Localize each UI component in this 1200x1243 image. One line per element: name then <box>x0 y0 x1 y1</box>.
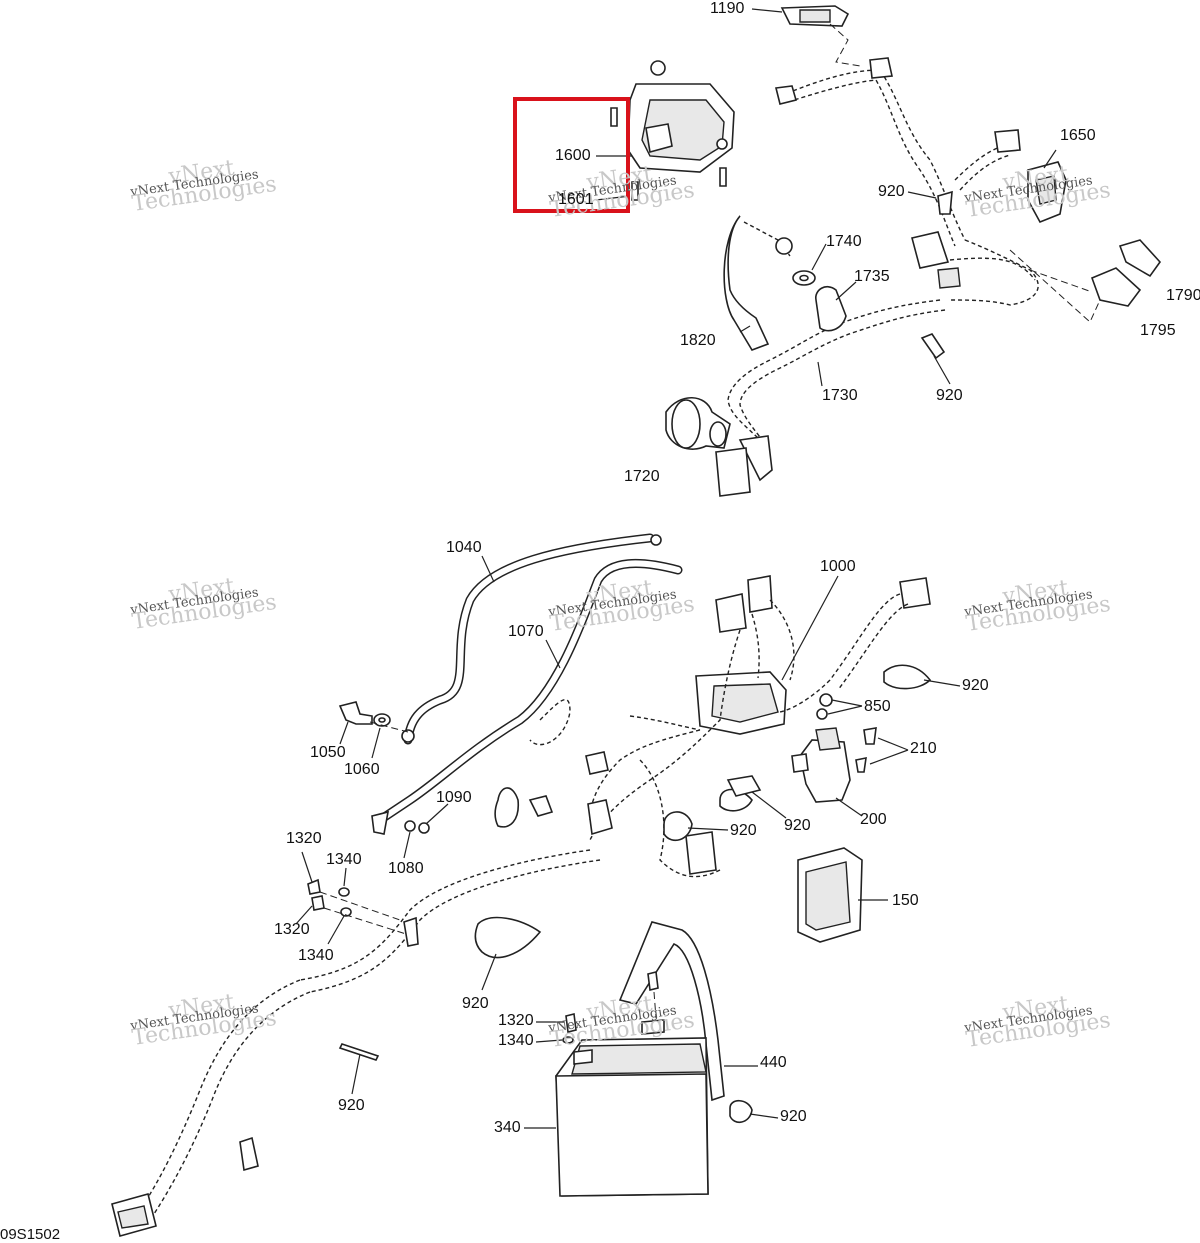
ecu-1600 <box>627 60 735 173</box>
callout-label: 1190 <box>710 0 745 17</box>
callout-label: 1090 <box>436 789 472 806</box>
cable-1070 <box>371 558 683 835</box>
battery-340 <box>555 1019 709 1197</box>
callout-label: 340 <box>494 1119 521 1136</box>
bolt-1050 <box>338 701 373 725</box>
callout-label: 210 <box>910 740 937 757</box>
tie-920-upper <box>920 190 953 360</box>
nut-1080 <box>404 820 430 834</box>
callout-label: 1340 <box>498 1032 534 1049</box>
fasteners-1320-1340 <box>307 878 352 917</box>
callout-label: 1000 <box>820 558 856 575</box>
callout-label: 150 <box>892 892 919 909</box>
relay-1650 <box>1027 161 1067 224</box>
starter-solenoid-200 <box>791 727 851 803</box>
sensor-1795 <box>1090 267 1142 307</box>
upper-wire-harness <box>715 57 1039 497</box>
callout-label: 200 <box>860 811 887 828</box>
callout-label: 1735 <box>854 268 890 285</box>
callout-label: 1730 <box>822 387 858 404</box>
callout-label: 440 <box>760 1054 787 1071</box>
selection-highlight-box <box>513 97 630 213</box>
tie-920-battery <box>729 1099 753 1123</box>
callout-label: 1320 <box>286 830 322 847</box>
bracket-1790 <box>1118 239 1162 278</box>
callout-label: 920 <box>338 1097 365 1114</box>
screw-1600 <box>610 107 618 127</box>
callout-label: 1340 <box>298 947 334 964</box>
tie-920-mid <box>494 664 932 842</box>
callout-label: 1650 <box>1060 127 1096 144</box>
callout-label: 1820 <box>680 332 716 349</box>
nut-850 <box>816 693 833 720</box>
callout-label: 1320 <box>498 1012 534 1029</box>
key-switch-1735 <box>815 285 847 332</box>
callout-label: 1070 <box>508 623 544 640</box>
callout-label: 1790 <box>1166 287 1200 304</box>
tether-cord-1820 <box>723 215 793 351</box>
tie-920-lower <box>474 916 542 959</box>
diagram-code: 09S1502 <box>0 1226 61 1243</box>
boot-1720 <box>665 397 731 450</box>
callout-label: 920 <box>878 183 905 200</box>
cable-1040 <box>401 533 662 745</box>
callout-label: 1601 <box>558 191 594 208</box>
callout-label: 1040 <box>446 539 482 556</box>
callout-label: 920 <box>936 387 963 404</box>
bolt-210 <box>855 727 877 773</box>
callout-label: 1340 <box>326 851 362 868</box>
washer-1060 <box>373 713 391 727</box>
callout-label: 920 <box>462 995 489 1012</box>
callout-label: 850 <box>864 698 891 715</box>
connector-1190 <box>780 5 850 27</box>
battery-strap-440 <box>618 921 725 1102</box>
callout-label: 1720 <box>624 468 660 485</box>
callout-label: 920 <box>730 822 757 839</box>
pin-920 <box>338 1043 380 1061</box>
callout-label: 1060 <box>344 761 380 778</box>
battery-fasteners-1320-1340 <box>562 971 659 1044</box>
screw-1601 <box>631 167 727 201</box>
main-harness-1000 <box>111 575 931 1237</box>
callout-label: 920 <box>780 1108 807 1125</box>
callout-label: 1050 <box>310 744 346 761</box>
callout-label: 1740 <box>826 233 862 250</box>
callout-label: 920 <box>962 677 989 694</box>
callout-label: 1320 <box>274 921 310 938</box>
callout-label: 1795 <box>1140 322 1176 339</box>
washer-1740 <box>792 270 816 286</box>
callout-label: 1080 <box>388 860 424 877</box>
callout-label: 1600 <box>555 147 591 164</box>
callout-label: 920 <box>784 817 811 834</box>
regulator-150 <box>797 847 863 943</box>
